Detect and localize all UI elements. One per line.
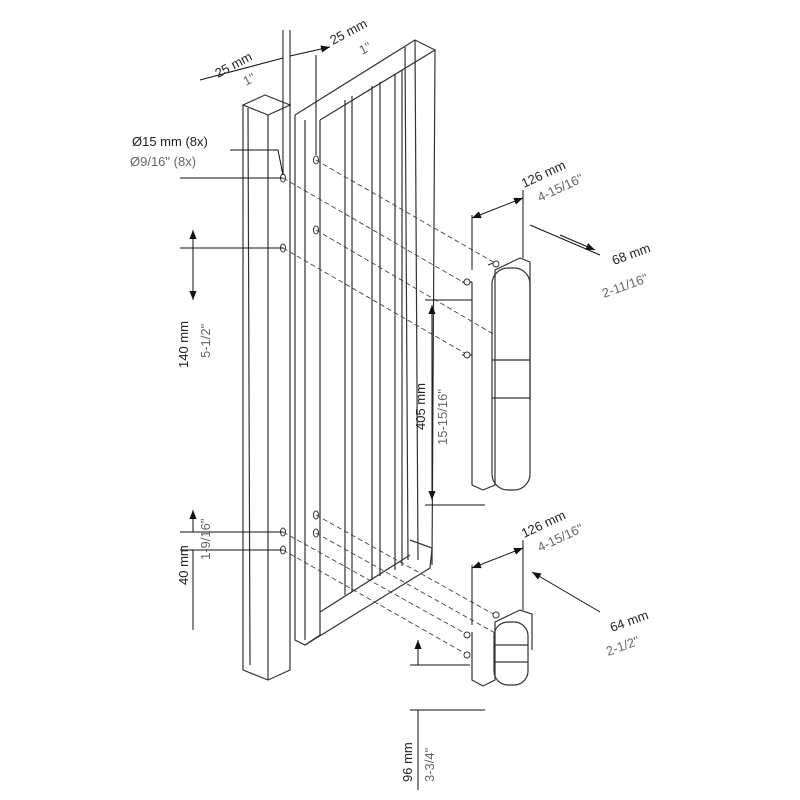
bottom-hinge [463,609,533,687]
alignment-lines [282,159,496,656]
hole-spacing-bottom-imperial: 1-9/16" [198,518,213,560]
hole-spacing-top-metric: 140 mm [176,321,191,368]
hole-spacing-top-imperial: 5-1/2" [198,323,213,358]
dimension-labels: 25 mm 1" 25 mm 1" Ø15 mm (8x) Ø9/16" (8x… [130,16,652,782]
hole-diameter-metric: Ø15 mm (8x) [132,134,208,149]
hole-diameter-imperial: Ø9/16" (8x) [130,154,196,169]
mounting-holes [280,155,319,555]
post-offset-imperial: 1" [240,70,258,89]
bottom-hinge-width-metric: 64 mm [608,607,650,635]
top-hinge-width-imperial: 2-11/16" [600,270,650,301]
dimension-lines [180,30,600,790]
bottom-hinge-height-metric: 96 mm [400,742,415,782]
gate-offset-imperial: 1" [356,39,374,58]
hole-spacing-bottom-metric: 40 mm [176,545,191,585]
top-hinge-height-metric: 405 mm [413,383,428,430]
post [241,94,292,681]
bottom-hinge-height-imperial: 3-3/4" [422,747,437,782]
bottom-hinge-width-imperial: 2-1/2" [604,633,642,659]
top-hinge-width-metric: 68 mm [610,240,652,268]
top-hinge [462,257,531,491]
top-hinge-height-imperial: 15-15/16" [435,389,450,445]
